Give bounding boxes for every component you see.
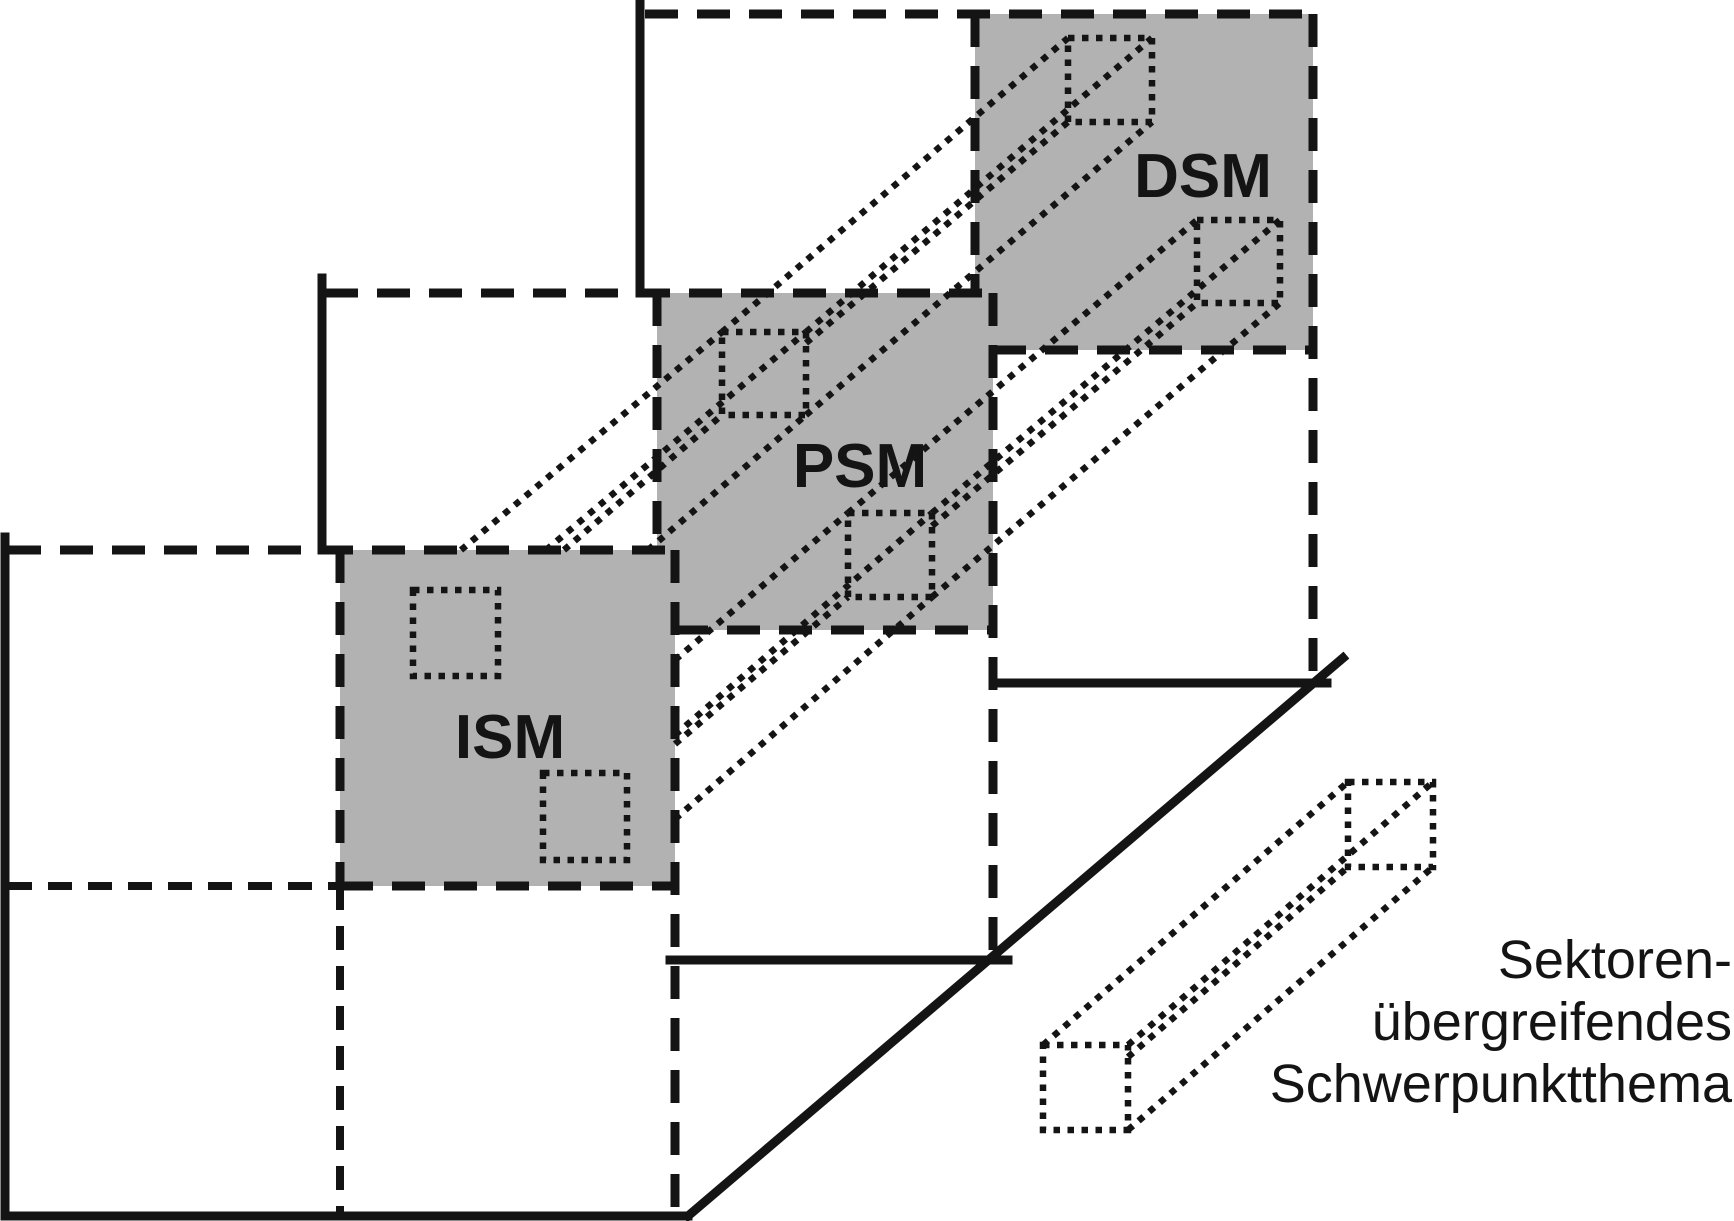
bar-edge [672, 510, 935, 738]
psm-plane: PSM [317, 273, 1013, 965]
bar-edge [672, 594, 935, 822]
ism-upper-footprint-square [409, 586, 502, 680]
annotation-text: Sektoren- übergreifendes Schwerpunktthem… [1270, 930, 1733, 1114]
annotation-line-1: Sektoren- [1498, 930, 1732, 990]
bar-edge [458, 329, 725, 553]
bar-edge [672, 594, 851, 747]
bar-edge [645, 412, 809, 553]
annotation-line-3: Schwerpunktthema [1270, 1054, 1733, 1114]
bar-edge [561, 412, 725, 553]
bar-edge [719, 35, 1071, 335]
bar-psm-to-dsm-upper [719, 35, 1155, 418]
bar-edge [1125, 779, 1436, 1048]
dsm-label: DSM [1134, 142, 1272, 211]
dsm-upper-footprint-square [1064, 34, 1156, 126]
bar-edge [929, 300, 1283, 600]
bar-edge [672, 510, 851, 663]
psm-upper-footprint-square [718, 328, 810, 419]
annotation-line-2: übergreifendes [1372, 992, 1732, 1052]
bar-ism-to-psm-lower [672, 510, 935, 822]
ism-gray-square [340, 550, 675, 886]
standalone-bar [1039, 778, 1437, 1134]
psm-lower-footprint-square [844, 509, 936, 601]
standalone-bar-front-face [1039, 1041, 1132, 1134]
ism-label: ISM [455, 703, 565, 772]
ism-left-and-bottom-line [0, 532, 693, 1221]
bar-edge [803, 119, 1071, 346]
ism-lower-footprint-square [539, 769, 631, 864]
bar-edge [929, 217, 1283, 516]
bar-edge [929, 300, 1200, 529]
bar-edge [1125, 864, 1351, 1060]
bar-ism-to-psm-upper [458, 329, 809, 553]
bar-edge [803, 35, 1155, 335]
bar-edge [1125, 864, 1436, 1133]
bar-edge [543, 329, 809, 553]
standalone-bar-back-face [1344, 778, 1437, 871]
bar-edge [1040, 779, 1351, 1048]
ground-diagonal-line [681, 651, 1350, 1221]
bar-psm-to-dsm-lower [845, 217, 1283, 600]
bar-edge [803, 119, 1155, 418]
dsm-gray-square [975, 14, 1313, 350]
cross-sector-bars [409, 34, 1437, 1134]
bar-edge [845, 217, 1200, 516]
ism-plane: ISM [0, 532, 693, 1221]
psm-gray-square [657, 293, 993, 630]
